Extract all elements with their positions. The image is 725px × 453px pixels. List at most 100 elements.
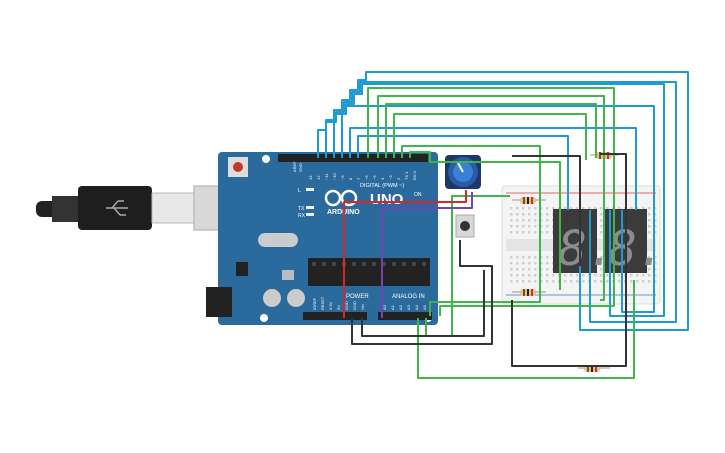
breadboard-hole[interactable] <box>528 280 531 283</box>
breadboard-hole[interactable] <box>636 280 639 283</box>
breadboard-hole[interactable] <box>534 231 537 234</box>
breadboard-hole[interactable] <box>534 225 537 228</box>
breadboard-hole[interactable] <box>534 268 537 271</box>
breadboard-hole[interactable] <box>546 231 549 234</box>
breadboard-hole[interactable] <box>522 256 525 259</box>
breadboard-hole[interactable] <box>522 280 525 283</box>
breadboard-hole[interactable] <box>546 207 549 210</box>
breadboard-hole[interactable] <box>654 213 657 216</box>
breadboard-hole[interactable] <box>546 274 549 277</box>
breadboard-hole[interactable] <box>654 268 657 271</box>
breadboard-hole[interactable] <box>516 280 519 283</box>
breadboard-hole[interactable] <box>510 280 513 283</box>
breadboard-hole[interactable] <box>654 225 657 228</box>
breadboard-hole[interactable] <box>528 262 531 265</box>
breadboard-hole[interactable] <box>588 207 591 210</box>
breadboard-hole[interactable] <box>546 256 549 259</box>
breadboard-hole[interactable] <box>594 207 597 210</box>
breadboard-hole[interactable] <box>648 256 651 259</box>
breadboard-hole[interactable] <box>606 207 609 210</box>
breadboard-hole[interactable] <box>534 274 537 277</box>
breadboard-hole[interactable] <box>546 262 549 265</box>
breadboard-hole[interactable] <box>636 274 639 277</box>
usb-cable[interactable] <box>36 185 231 231</box>
reset-button[interactable] <box>233 162 243 172</box>
breadboard-hole[interactable] <box>600 256 603 259</box>
breadboard-hole[interactable] <box>648 280 651 283</box>
breadboard-hole[interactable] <box>576 280 579 283</box>
breadboard-hole[interactable] <box>600 280 603 283</box>
breadboard-hole[interactable] <box>528 225 531 228</box>
breadboard-hole[interactable] <box>528 219 531 222</box>
breadboard-hole[interactable] <box>510 256 513 259</box>
breadboard-hole[interactable] <box>510 207 513 210</box>
breadboard-hole[interactable] <box>582 280 585 283</box>
breadboard-hole[interactable] <box>510 213 513 216</box>
breadboard-hole[interactable] <box>540 225 543 228</box>
breadboard-hole[interactable] <box>648 268 651 271</box>
breadboard-hole[interactable] <box>534 262 537 265</box>
breadboard-hole[interactable] <box>522 274 525 277</box>
breadboard-hole[interactable] <box>534 213 537 216</box>
breadboard-hole[interactable] <box>552 280 555 283</box>
breadboard-hole[interactable] <box>576 274 579 277</box>
breadboard-hole[interactable] <box>582 207 585 210</box>
breadboard-hole[interactable] <box>600 219 603 222</box>
breadboard-hole[interactable] <box>516 213 519 216</box>
breadboard-hole[interactable] <box>642 207 645 210</box>
breadboard-hole[interactable] <box>636 207 639 210</box>
breadboard-hole[interactable] <box>582 274 585 277</box>
potentiometer[interactable] <box>445 155 481 189</box>
breadboard-hole[interactable] <box>528 207 531 210</box>
breadboard-hole[interactable] <box>594 280 597 283</box>
breadboard-hole[interactable] <box>654 231 657 234</box>
breadboard-hole[interactable] <box>570 280 573 283</box>
breadboard-hole[interactable] <box>516 256 519 259</box>
breadboard-hole[interactable] <box>516 219 519 222</box>
breadboard-hole[interactable] <box>648 231 651 234</box>
breadboard-hole[interactable] <box>540 219 543 222</box>
breadboard-hole[interactable] <box>522 213 525 216</box>
breadboard-hole[interactable] <box>546 219 549 222</box>
breadboard-hole[interactable] <box>600 231 603 234</box>
breadboard-hole[interactable] <box>570 207 573 210</box>
breadboard-hole[interactable] <box>606 274 609 277</box>
breadboard-hole[interactable] <box>600 207 603 210</box>
breadboard-hole[interactable] <box>516 274 519 277</box>
breadboard-hole[interactable] <box>516 262 519 265</box>
breadboard-hole[interactable] <box>600 213 603 216</box>
breadboard-hole[interactable] <box>540 256 543 259</box>
breadboard-hole[interactable] <box>546 225 549 228</box>
breadboard-hole[interactable] <box>564 280 567 283</box>
breadboard-hole[interactable] <box>522 231 525 234</box>
breadboard-hole[interactable] <box>516 231 519 234</box>
breadboard-hole[interactable] <box>540 280 543 283</box>
breadboard-hole[interactable] <box>600 225 603 228</box>
breadboard-hole[interactable] <box>576 207 579 210</box>
breadboard-hole[interactable] <box>618 274 621 277</box>
breadboard-hole[interactable] <box>546 268 549 271</box>
breadboard-hole[interactable] <box>570 274 573 277</box>
breadboard-hole[interactable] <box>540 207 543 210</box>
breadboard-hole[interactable] <box>510 268 513 271</box>
breadboard-hole[interactable] <box>540 213 543 216</box>
breadboard-hole[interactable] <box>606 280 609 283</box>
breadboard-hole[interactable] <box>540 274 543 277</box>
breadboard-hole[interactable] <box>564 207 567 210</box>
breadboard-hole[interactable] <box>552 274 555 277</box>
breadboard-hole[interactable] <box>534 219 537 222</box>
breadboard-hole[interactable] <box>654 280 657 283</box>
breadboard-hole[interactable] <box>648 262 651 265</box>
breadboard-hole[interactable] <box>510 231 513 234</box>
breadboard-hole[interactable] <box>618 207 621 210</box>
breadboard-hole[interactable] <box>654 207 657 210</box>
breadboard-hole[interactable] <box>642 274 645 277</box>
breadboard-hole[interactable] <box>648 213 651 216</box>
breadboard-hole[interactable] <box>648 225 651 228</box>
breadboard-hole[interactable] <box>648 207 651 210</box>
breadboard-hole[interactable] <box>528 268 531 271</box>
breadboard-hole[interactable] <box>540 268 543 271</box>
breadboard-hole[interactable] <box>630 207 633 210</box>
breadboard-hole[interactable] <box>516 207 519 210</box>
